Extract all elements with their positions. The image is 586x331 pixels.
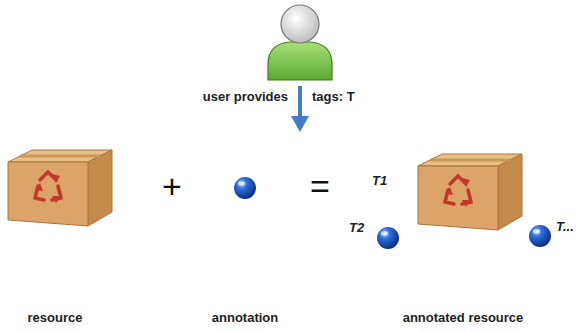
tag-ball (377, 227, 399, 249)
arrow-label: user provides (203, 89, 288, 105)
caption-label: resource (28, 310, 83, 326)
arrow-label: tags: T (312, 89, 355, 105)
annotated-box (418, 154, 522, 230)
annotation-ball (234, 177, 256, 199)
down-arrow (291, 86, 309, 132)
caption-label: annotated resource (403, 310, 524, 326)
plus-sign: + (162, 166, 182, 207)
resource-box (8, 150, 112, 226)
tag-label: T2 (349, 220, 364, 236)
user-icon (268, 5, 332, 80)
tag-label: T... (556, 219, 574, 235)
equals-sign: = (310, 166, 330, 207)
tag-ball (529, 225, 551, 247)
tag-label: T1 (372, 173, 387, 189)
caption-label: annotation (212, 310, 278, 326)
